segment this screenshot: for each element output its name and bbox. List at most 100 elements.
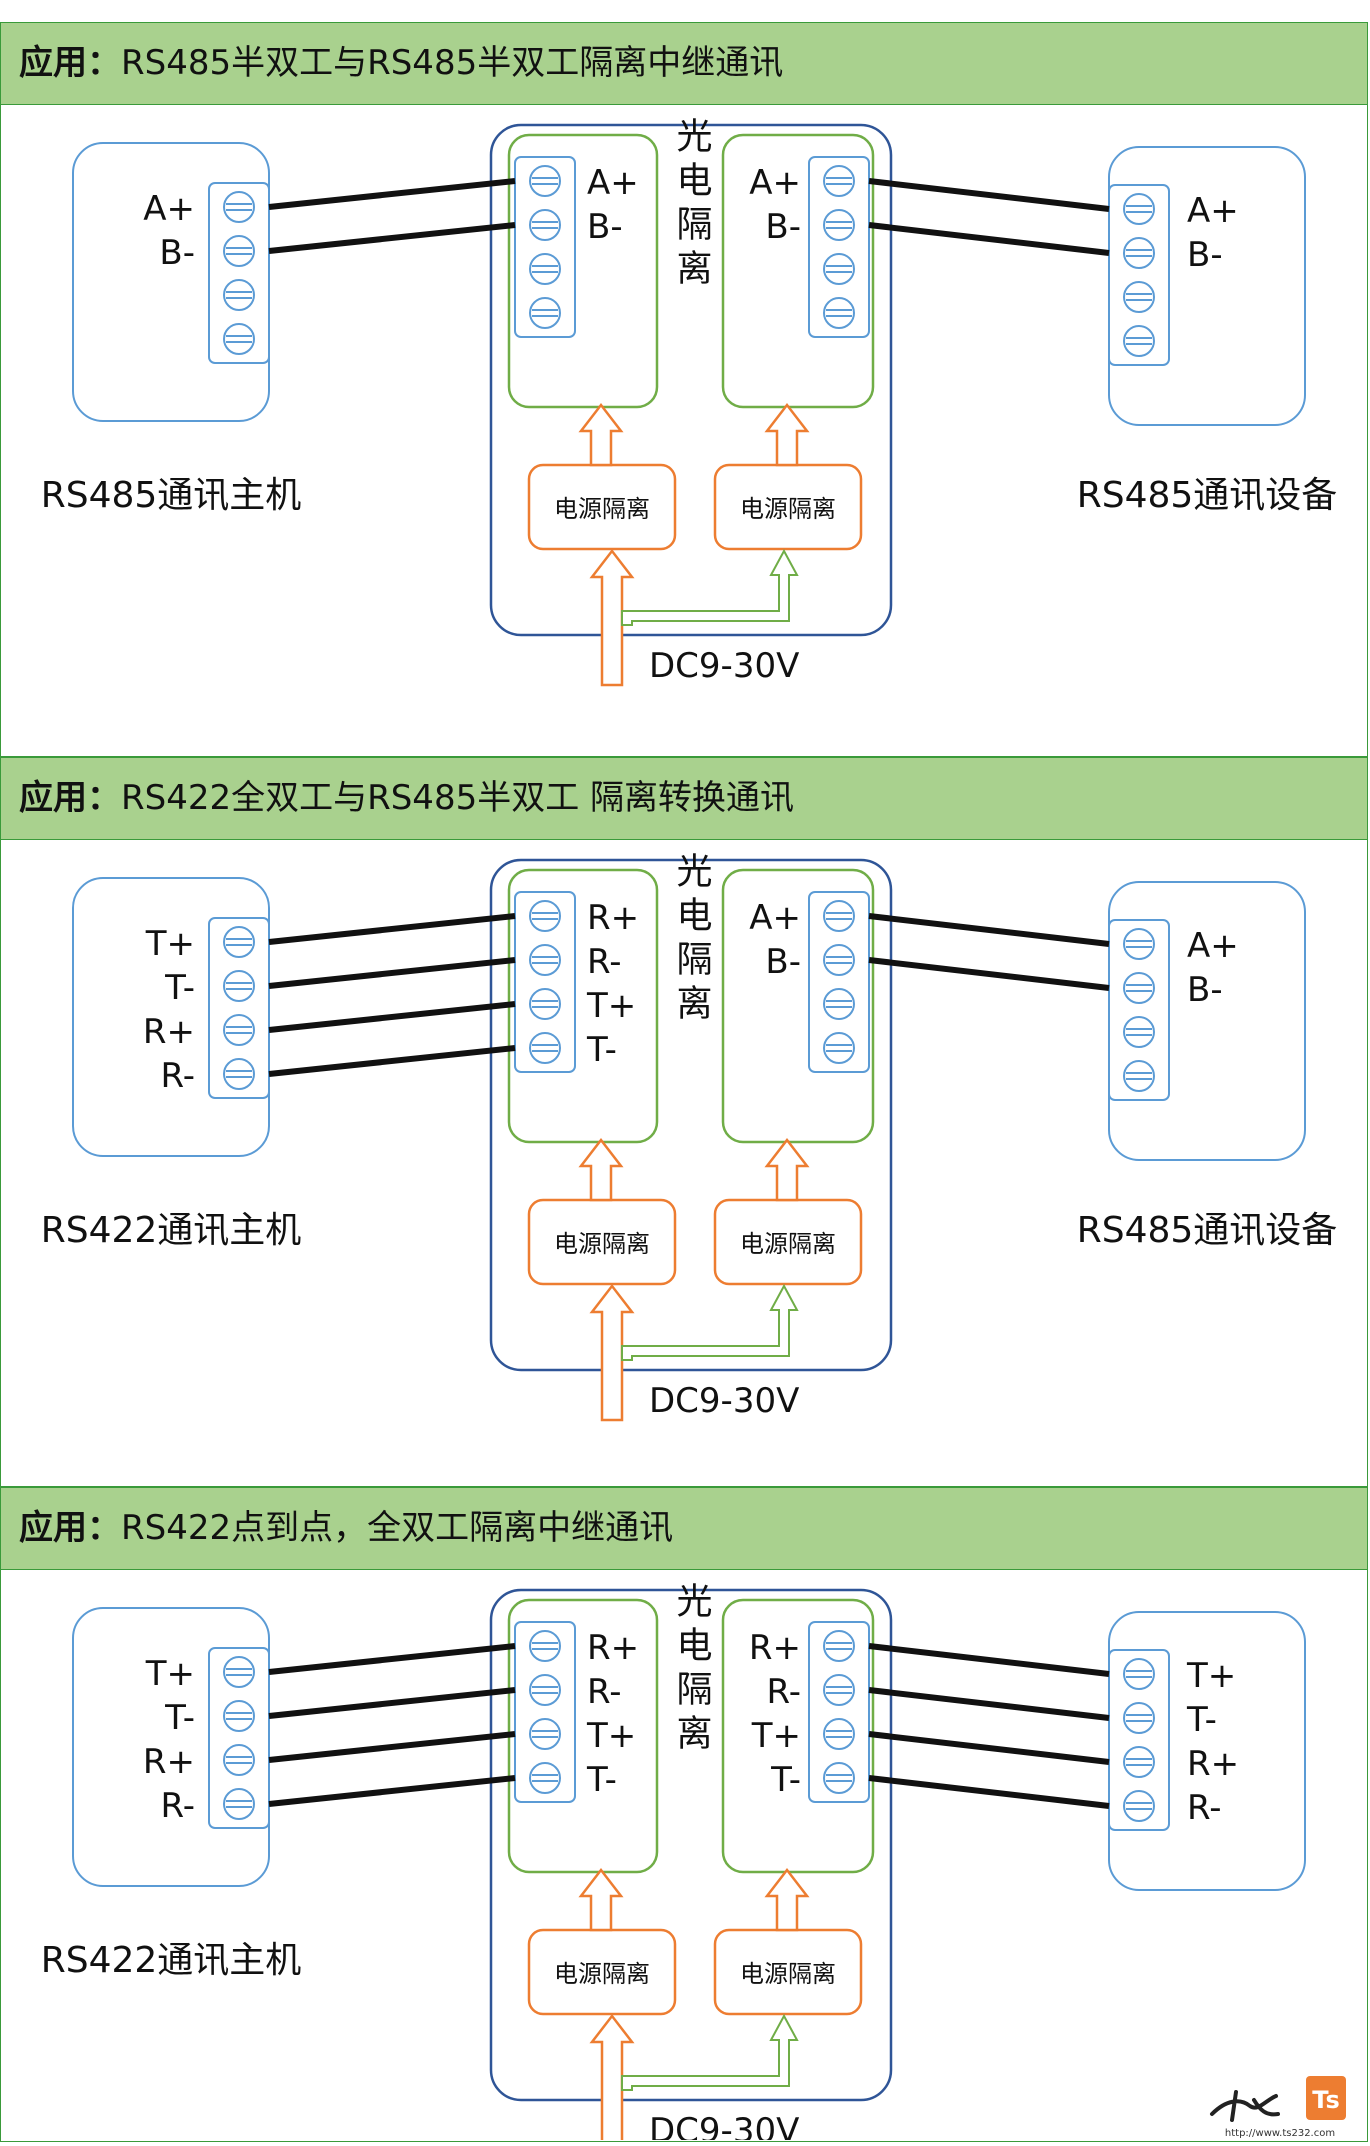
wiring-diagram-1: A+B-RS485通讯主机A+B-RS485通讯设备A+B-A+B-光电隔离电源… — [41, 117, 1338, 687]
screw-terminal — [1123, 972, 1155, 1004]
screw-terminal — [823, 1718, 855, 1750]
right-device-name: RS485通讯设备 — [1077, 475, 1338, 516]
left-device-terminal-block — [208, 917, 270, 1099]
wire-left — [268, 1001, 516, 1033]
screw-terminal — [529, 900, 561, 932]
screw-terminal — [529, 165, 561, 197]
pin-label: T- — [586, 1760, 617, 1800]
wire-left — [268, 1775, 516, 1807]
pin-label: T- — [164, 968, 195, 1008]
pin-label: T- — [1186, 1700, 1217, 1740]
wire-left — [268, 1687, 516, 1719]
pin-label: R- — [160, 1786, 195, 1826]
pin-label: B- — [159, 233, 195, 273]
logo-badge-text: Ts — [1312, 2086, 1339, 2114]
title-prefix: 应用： — [19, 43, 121, 83]
pin-label: R+ — [1187, 1744, 1239, 1784]
panel-title: 应用：RS422点到点，全双工隔离中继通讯 — [19, 1506, 673, 1550]
power-arrow-left — [578, 1867, 624, 1932]
wiring-diagram-3: T+T-R+R-RS422通讯主机T+T-R+R-R+R-T+T-R+R-T+T… — [41, 1582, 1306, 2140]
screw-terminal — [1123, 1016, 1155, 1048]
screw-terminal — [529, 1762, 561, 1794]
optical-isolation-label: 光电隔离 — [671, 852, 712, 1028]
screw-terminal — [223, 1700, 255, 1732]
power-arrow-left — [578, 402, 624, 467]
supply-voltage-label: DC9-30V — [649, 1381, 799, 1421]
screw-terminal — [1123, 325, 1155, 357]
pin-label: R+ — [143, 1012, 195, 1052]
application-panel-1: 应用：RS485半双工与RS485半双工隔离中继通讯 A+B-RS485通讯主机… — [0, 22, 1368, 757]
left-device-name: RS422通讯主机 — [41, 1210, 302, 1251]
pin-label: A+ — [1187, 926, 1239, 966]
screw-terminal — [529, 1718, 561, 1750]
pin-label: T+ — [145, 924, 195, 964]
power-isolation-right-label: 电源隔离 — [740, 1230, 836, 1258]
screw-terminal — [823, 253, 855, 285]
panel-title: 应用：RS485半双工与RS485半双工隔离中继通讯 — [19, 41, 783, 85]
screw-terminal — [823, 1674, 855, 1706]
screw-terminal — [529, 253, 561, 285]
pin-label: R- — [1187, 1788, 1222, 1828]
wire-right — [868, 1775, 1110, 1809]
screw-terminal — [223, 970, 255, 1002]
wire-left — [268, 957, 516, 989]
wire-right — [868, 1687, 1110, 1721]
panel-header: 应用：RS422点到点，全双工隔离中继通讯 — [1, 1488, 1367, 1570]
pin-label: A+ — [749, 163, 801, 203]
screw-terminal — [223, 1656, 255, 1688]
wire-right — [868, 1731, 1110, 1765]
screw-terminal — [223, 1058, 255, 1090]
screw-terminal — [223, 279, 255, 311]
power-isolation-left-label: 电源隔离 — [554, 1230, 650, 1258]
wire-left — [268, 178, 516, 210]
screw-terminal — [529, 944, 561, 976]
screw-terminal — [823, 1630, 855, 1662]
title-prefix: 应用： — [19, 778, 121, 818]
logo-url: http://www.ts232.com — [1225, 2128, 1335, 2139]
supply-branch-arrow — [621, 1283, 799, 1361]
panel-header: 应用：RS485半双工与RS485半双工隔离中继通讯 — [1, 23, 1367, 105]
pin-label: T+ — [145, 1654, 195, 1694]
screw-terminal — [1123, 281, 1155, 313]
wire-right — [868, 957, 1110, 991]
pin-label: R- — [587, 942, 622, 982]
screw-terminal — [823, 900, 855, 932]
screw-terminal — [1123, 1702, 1155, 1734]
power-arrow-right — [764, 1137, 810, 1202]
right-device-terminal-block — [1108, 1649, 1170, 1831]
pin-label: R+ — [749, 1628, 801, 1668]
optical-isolation-label: 光电隔离 — [671, 117, 712, 293]
supply-arrow — [589, 548, 635, 687]
title-text: RS485半双工与RS485半双工隔离中继通讯 — [121, 43, 784, 83]
pin-label: A+ — [1187, 191, 1239, 231]
wire-right — [868, 913, 1110, 947]
pin-label: T+ — [751, 1716, 801, 1756]
module-right-terminal-block — [808, 891, 870, 1073]
title-text: RS422点到点，全双工隔离中继通讯 — [121, 1508, 674, 1548]
screw-terminal — [823, 988, 855, 1020]
supply-voltage-label: DC9-30V — [649, 2111, 799, 2140]
wire-left — [268, 222, 516, 254]
pin-label: R- — [766, 1672, 801, 1712]
screw-terminal — [529, 1032, 561, 1064]
pin-label: B- — [1187, 970, 1223, 1010]
screw-terminal — [1123, 928, 1155, 960]
pin-label: R+ — [587, 1628, 639, 1668]
title-prefix: 应用： — [19, 1508, 121, 1548]
module-left-terminal-block — [514, 1621, 576, 1803]
pin-label: T- — [770, 1760, 801, 1800]
wire-left — [268, 913, 516, 945]
screw-terminal — [823, 165, 855, 197]
pin-label: T- — [164, 1698, 195, 1738]
right-device-terminal-block — [1108, 184, 1170, 366]
power-arrow-left — [578, 1137, 624, 1202]
pin-label: B- — [587, 207, 623, 247]
power-isolation-left-label: 电源隔离 — [554, 495, 650, 523]
panel-header: 应用：RS422全双工与RS485半双工 隔离转换通讯 — [1, 758, 1367, 840]
screw-terminal — [223, 1014, 255, 1046]
wire-left — [268, 1045, 516, 1077]
screw-terminal — [823, 944, 855, 976]
left-device-terminal-block — [208, 1647, 270, 1829]
screw-terminal — [1123, 1658, 1155, 1690]
screw-terminal — [529, 988, 561, 1020]
